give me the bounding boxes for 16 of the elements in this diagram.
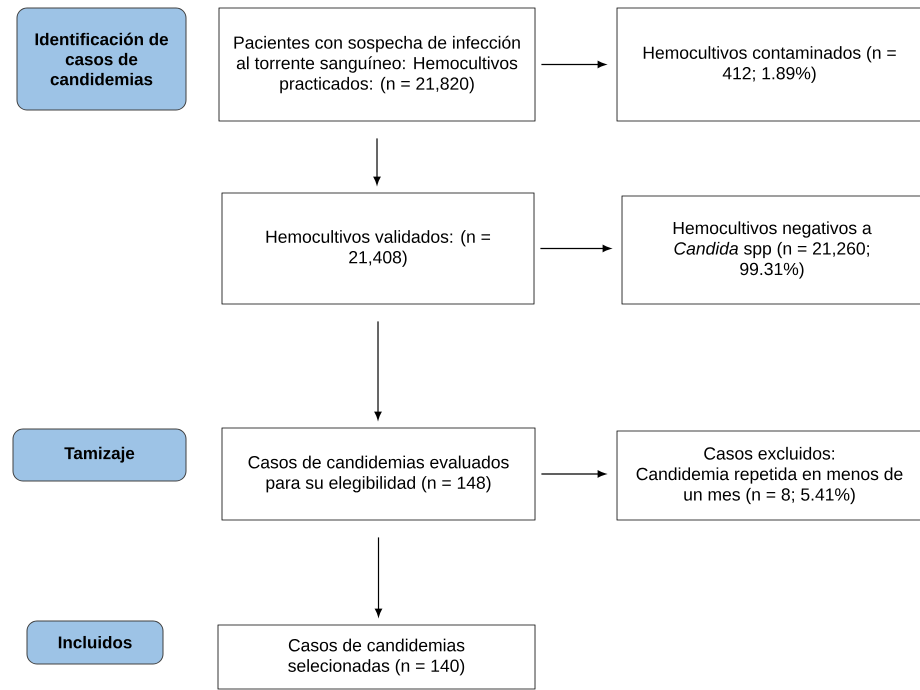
stage-label: Tamizaje (12, 428, 186, 482)
arrow (541, 470, 606, 478)
process-box: Pacientes con sospecha de infección al torrente sanguíneo: Hemocultivos practicados: (n = 21,820) (218, 8, 536, 122)
process-box: Hemocultivos negativos a Candida spp (n = 21,260; 99.31%) (622, 196, 920, 304)
process-box: Casos excluidos: Candidemia repetida en menos de un mes (n = 8; 5.41%) (616, 430, 920, 520)
process-box: Casos de candidemias evaluados para su elegibilidad (n = 148) (222, 428, 536, 520)
stage-label: Incluidos (26, 620, 164, 664)
arrow (540, 244, 611, 252)
process-box: Hemocultivos validados: (n = 21,408) (222, 192, 534, 304)
stage-label: Identificación de casos de candidemias (16, 8, 186, 110)
process-box: Casos de candidemias selecionadas (n = 140) (218, 624, 536, 690)
arrow (374, 537, 382, 617)
arrow (373, 138, 381, 185)
arrow (541, 60, 606, 68)
process-box: Hemocultivos contaminados (n = 412; 1.89%) (616, 8, 920, 122)
arrow (374, 321, 382, 420)
